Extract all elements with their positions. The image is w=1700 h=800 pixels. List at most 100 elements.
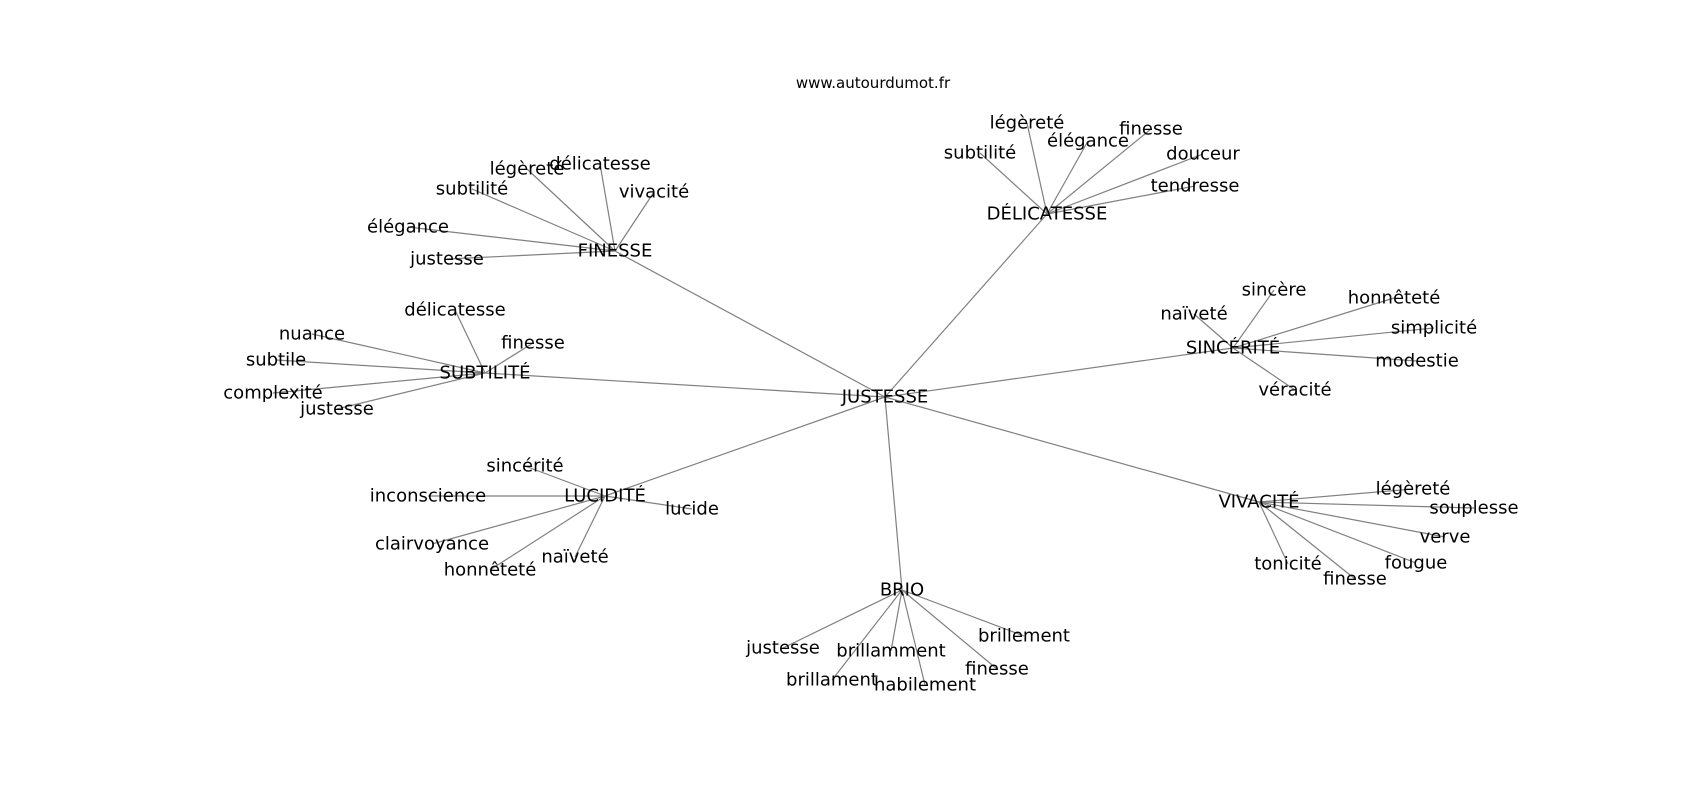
edge-finesse-leaf <box>446 250 616 260</box>
edge-sincerite-leaf <box>1232 327 1435 349</box>
leaf-node: finesse <box>1323 569 1387 590</box>
edge-brio-leaf <box>831 589 903 681</box>
leaf-node: brillement <box>978 626 1070 647</box>
cluster-node-lucidite: LUCIDITÉ <box>564 485 646 507</box>
leaf-node: inconscience <box>370 486 486 507</box>
leaf-node: tonicité <box>1254 554 1322 575</box>
leaf-node: finesse <box>965 659 1029 680</box>
center-node: JUSTESSE <box>841 387 929 408</box>
leaf-node: élégance <box>1047 131 1129 152</box>
cluster-node-sincerite: SINCÉRITÉ <box>1186 337 1280 359</box>
leaf-node: verve <box>1420 527 1471 548</box>
source-watermark: www.autourdumot.fr <box>796 74 951 92</box>
edge-vivacite-leaf <box>1258 488 1414 503</box>
edge-subtilite-leaf <box>454 309 486 374</box>
edge-center-finesse <box>614 250 886 398</box>
edge-lucidite-leaf <box>431 495 606 545</box>
edge-vivacite-leaf <box>1258 501 1475 509</box>
cluster-node-brio: BRIO <box>880 580 924 601</box>
leaf-node: naïveté <box>1160 304 1227 325</box>
leaf-node: légèreté <box>490 159 565 180</box>
edge-center-sincerite <box>884 347 1234 398</box>
cluster-node-vivacite: VIVACITÉ <box>1218 491 1299 513</box>
edge-sincerite-leaf <box>1193 313 1234 349</box>
leaf-node: délicatesse <box>404 300 505 321</box>
edge-delicatesse-leaf <box>1026 122 1048 215</box>
leaf-node: justesse <box>299 399 374 420</box>
edge-center-subtilite <box>484 372 886 398</box>
leaf-node: justesse <box>745 638 820 659</box>
leaf-node: brillament <box>786 670 878 691</box>
leaf-node: nuance <box>279 324 345 345</box>
edge-subtilite-leaf <box>275 359 486 374</box>
edge-brio-leaf <box>901 589 998 670</box>
edge-finesse-leaf <box>614 191 655 252</box>
leaf-node: habilement <box>874 675 976 696</box>
leaf-node: finesse <box>1119 119 1183 140</box>
edge-sincerite-leaf <box>1232 347 1418 362</box>
leaf-node: légèreté <box>990 113 1065 134</box>
edge-center-vivacite <box>884 396 1260 503</box>
leaf-node: douceur <box>1166 144 1240 165</box>
edge-vivacite-leaf <box>1258 501 1446 538</box>
graph-edges <box>272 122 1475 686</box>
leaf-node: honnêteté <box>444 560 537 581</box>
edge-sincerite-leaf <box>1232 297 1395 349</box>
edge-vivacite-leaf <box>1258 501 1417 564</box>
cluster-node-delicatesse: DÉLICATESSE <box>987 203 1108 225</box>
edge-lucidite-leaf <box>574 495 606 558</box>
edge-vivacite-leaf <box>1258 501 1356 580</box>
leaf-node: fougue <box>1385 553 1448 574</box>
leaf-node: brillamment <box>836 641 945 662</box>
leaf-node: délicatesse <box>549 154 650 175</box>
leaf-node: subtilité <box>944 143 1016 164</box>
edge-finesse-leaf <box>599 163 616 252</box>
edge-sincerite-leaf <box>1232 347 1296 391</box>
edge-delicatesse-leaf <box>1046 185 1196 215</box>
edge-subtilite-leaf <box>336 372 486 410</box>
edge-brio-leaf <box>890 589 903 652</box>
edge-finesse-leaf <box>526 168 616 252</box>
leaf-node: simplicité <box>1391 318 1477 339</box>
edge-delicatesse-leaf <box>979 152 1048 215</box>
edge-vivacite-leaf <box>1258 501 1289 565</box>
edge-brio-leaf <box>782 589 903 649</box>
edge-subtilite-leaf <box>484 342 534 374</box>
edge-center-lucidite <box>604 396 886 497</box>
leaf-node: véracité <box>1258 380 1331 401</box>
edge-brio-leaf <box>901 589 1025 637</box>
leaf-node: justesse <box>409 249 484 270</box>
leaf-node: lucide <box>665 499 719 520</box>
edge-delicatesse-leaf <box>1046 153 1204 215</box>
edge-sincerite-leaf <box>1232 289 1275 349</box>
leaf-node: subtile <box>246 350 306 371</box>
leaf-node: élégance <box>367 217 449 238</box>
leaf-node: sincérité <box>486 456 563 477</box>
edge-delicatesse-leaf <box>1046 128 1152 215</box>
edge-lucidite-leaf <box>604 495 693 510</box>
leaf-node: finesse <box>501 333 565 354</box>
edge-center-brio <box>884 396 903 591</box>
edge-brio-leaf <box>901 589 926 686</box>
leaf-node: clairvoyance <box>375 534 489 555</box>
edge-lucidite-leaf <box>489 495 606 571</box>
leaf-node: légèreté <box>1376 479 1451 500</box>
leaf-node: subtilité <box>436 179 508 200</box>
leaf-node: complexité <box>223 383 322 404</box>
edge-subtilite-leaf <box>272 372 486 394</box>
edge-delicatesse-leaf <box>1046 140 1089 215</box>
cluster-node-finesse: FINESSE <box>578 241 653 262</box>
edge-finesse-leaf <box>471 188 616 252</box>
leaf-node: modestie <box>1375 351 1459 372</box>
leaf-node: vivacité <box>619 182 689 203</box>
edge-subtilite-leaf <box>311 333 486 374</box>
edge-finesse-leaf <box>407 226 616 252</box>
edge-lucidite-leaf <box>524 465 606 497</box>
leaf-node: souplesse <box>1429 498 1518 519</box>
leaf-node: honnêteté <box>1348 288 1441 309</box>
cluster-node-subtilite: SUBTILITÉ <box>440 362 531 384</box>
leaf-node: tendresse <box>1151 176 1240 197</box>
edge-center-delicatesse <box>884 213 1048 398</box>
